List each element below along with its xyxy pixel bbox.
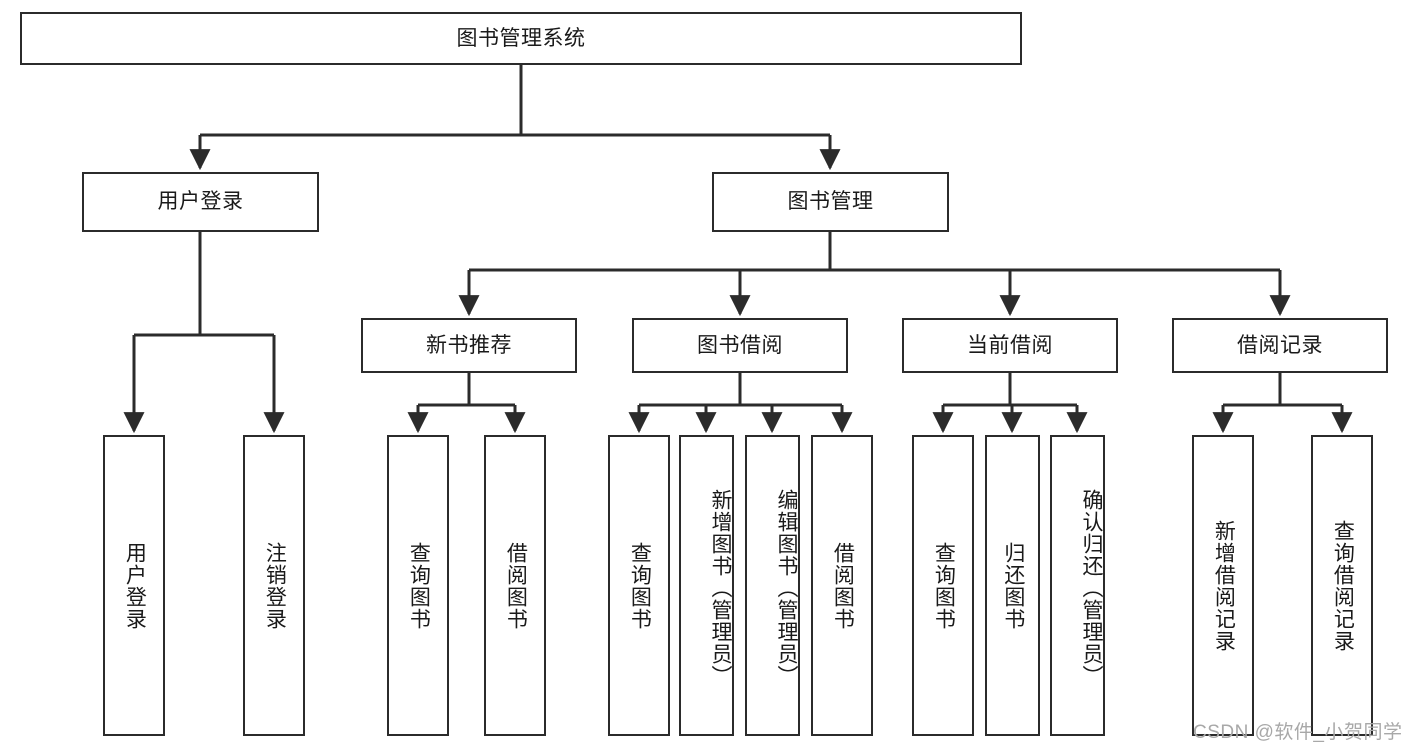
node-user-login[interactable]: 用户登录 (82, 172, 319, 232)
node-leaf-query-book-current[interactable]: 查询图书 (912, 435, 974, 736)
node-leaf-confirm-return-admin[interactable]: 确认归还（管理员） (1050, 435, 1105, 736)
node-leaf-label: 新增借阅记录 (1212, 519, 1236, 652)
node-leaf-label: 确认归还（管理员） (1080, 488, 1103, 687)
node-leaf-query-book-borrow[interactable]: 查询图书 (608, 435, 670, 736)
node-leaf-label: 归还图书 (1001, 541, 1025, 630)
node-leaf-logout[interactable]: 注销登录 (243, 435, 305, 736)
node-borrow-records[interactable]: 借阅记录 (1172, 318, 1388, 373)
node-book-borrow[interactable]: 图书借阅 (632, 318, 848, 373)
node-current-borrow-label: 当前借阅 (967, 333, 1053, 357)
node-new-book-recommend[interactable]: 新书推荐 (361, 318, 577, 373)
node-leaf-label: 借阅图书 (831, 541, 855, 630)
node-new-book-recommend-label: 新书推荐 (426, 333, 512, 357)
node-root[interactable]: 图书管理系统 (20, 12, 1022, 65)
node-leaf-add-book-admin[interactable]: 新增图书（管理员） (679, 435, 734, 736)
node-book-borrow-label: 图书借阅 (697, 333, 783, 357)
node-leaf-label: 查询图书 (932, 541, 956, 630)
node-leaf-add-borrow-record[interactable]: 新增借阅记录 (1192, 435, 1254, 736)
node-leaf-label: 借阅图书 (504, 541, 528, 630)
node-book-management[interactable]: 图书管理 (712, 172, 949, 232)
node-leaf-label: 查询图书 (407, 541, 431, 630)
node-leaf-label: 查询借阅记录 (1331, 519, 1355, 652)
node-root-label: 图书管理系统 (456, 26, 586, 50)
node-leaf-label: 注销登录 (263, 541, 287, 630)
watermark: CSDN @软件_小贺同学 (1193, 722, 1403, 743)
node-current-borrow[interactable]: 当前借阅 (902, 318, 1118, 373)
node-leaf-label: 新增图书（管理员） (709, 488, 732, 687)
node-leaf-label: 查询图书 (628, 541, 652, 630)
node-leaf-user-login[interactable]: 用户登录 (103, 435, 165, 736)
node-book-management-label: 图书管理 (787, 190, 874, 214)
node-leaf-query-book-new[interactable]: 查询图书 (387, 435, 449, 736)
node-leaf-borrow-book-new[interactable]: 借阅图书 (484, 435, 546, 736)
node-leaf-return-book[interactable]: 归还图书 (985, 435, 1040, 736)
node-leaf-edit-book-admin[interactable]: 编辑图书（管理员） (745, 435, 800, 736)
node-leaf-query-borrow-record[interactable]: 查询借阅记录 (1311, 435, 1373, 736)
node-user-login-label: 用户登录 (157, 190, 244, 214)
node-leaf-label: 编辑图书（管理员） (775, 488, 798, 687)
node-leaf-label: 用户登录 (123, 541, 147, 630)
node-leaf-lend-book[interactable]: 借阅图书 (811, 435, 873, 736)
node-borrow-records-label: 借阅记录 (1237, 333, 1323, 357)
